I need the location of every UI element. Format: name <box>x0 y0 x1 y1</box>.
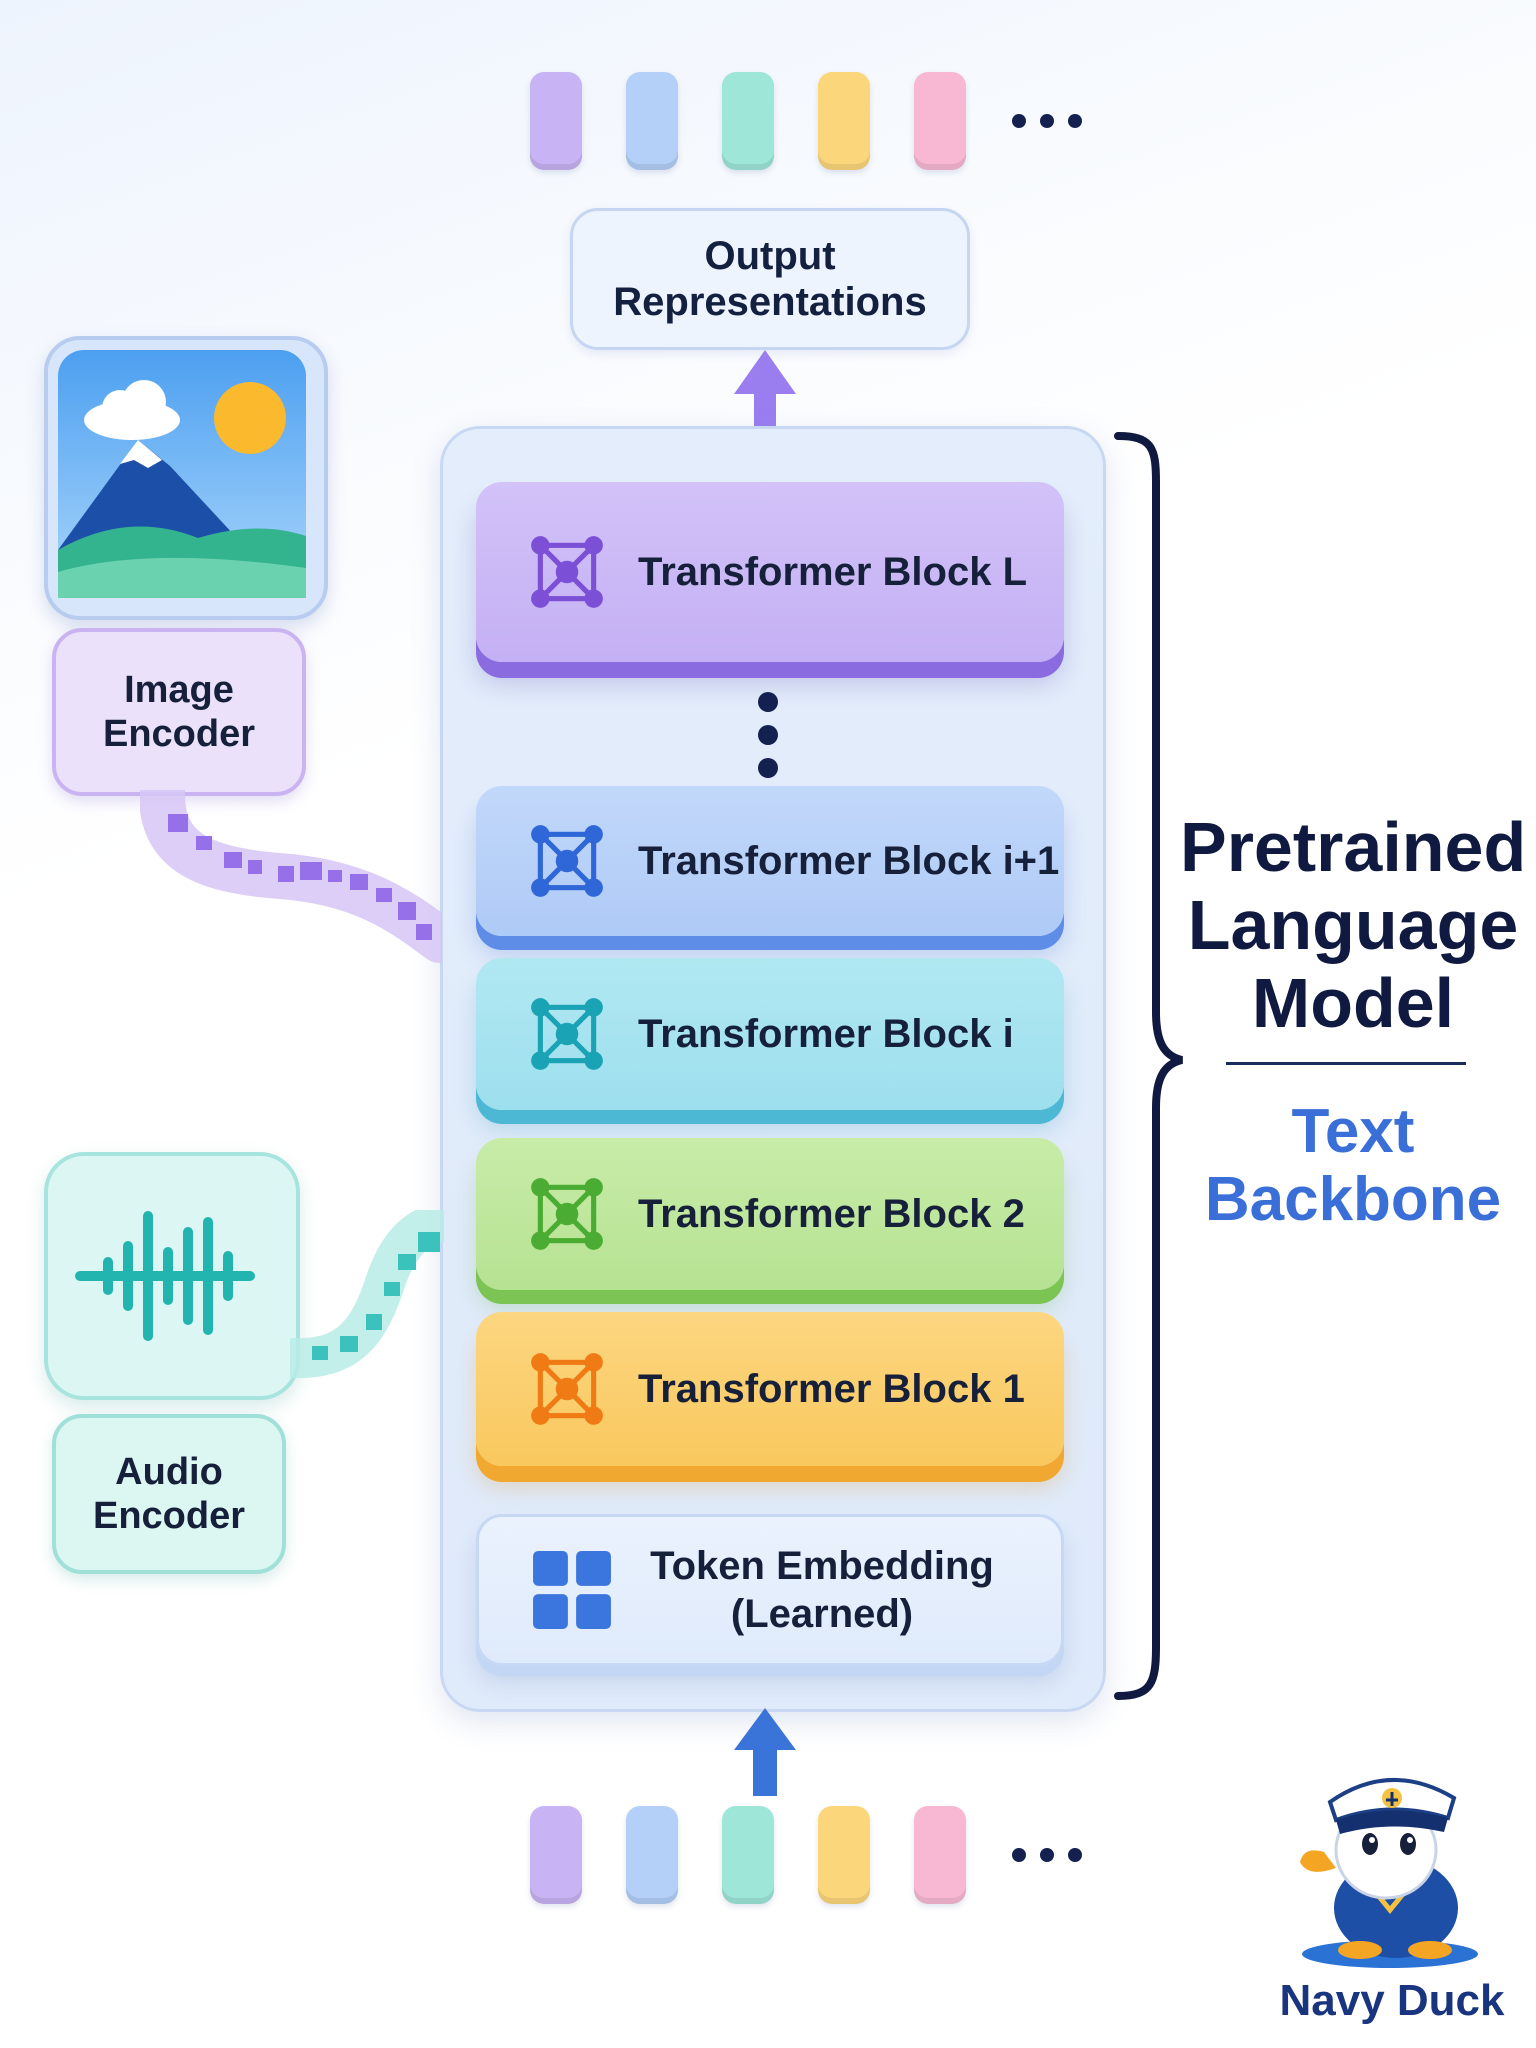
grid-icon <box>533 1551 611 1629</box>
token-yellow <box>818 72 870 170</box>
landscape-image-icon <box>58 350 306 598</box>
token-blue <box>626 72 678 170</box>
image-feature-stream <box>140 790 442 963</box>
navy-duck-logo <box>1300 1778 1478 1968</box>
token-teal <box>722 1806 774 1904</box>
transformer-block-1: Transformer Block 1 <box>476 1312 1064 1466</box>
token-embedding-line2: (Learned) <box>730 1592 914 1636</box>
transformer-block-i-plus-1: Transformer Block i+1 <box>476 786 1064 936</box>
ellipsis-icon <box>1012 114 1082 128</box>
block-label: Transformer Block i <box>638 1011 1014 1056</box>
token-purple <box>530 72 582 170</box>
input-token-row <box>530 1806 1082 1904</box>
image-encoder-box: Image Encoder <box>52 628 306 796</box>
transformer-block-l: Transformer Block L <box>476 482 1064 662</box>
network-icon <box>531 1353 603 1425</box>
model-subtitle-line2: Backbone <box>1204 1165 1502 1234</box>
output-token-row <box>530 72 1082 170</box>
image-encoder-line1: Image <box>124 669 234 711</box>
token-embedding-block: Token Embedding (Learned) <box>476 1514 1064 1666</box>
brand-name: Navy Duck <box>1279 1976 1505 2025</box>
network-icon <box>531 536 603 608</box>
block-label: Transformer Block 2 <box>638 1191 1025 1236</box>
transformer-block-2: Transformer Block 2 <box>476 1138 1064 1290</box>
token-blue <box>626 1806 678 1904</box>
output-label-line2: Representations <box>613 280 927 324</box>
model-title-line2: Language <box>1187 886 1519 964</box>
network-icon <box>531 825 603 897</box>
token-embedding-line1: Token Embedding <box>650 1544 994 1588</box>
token-pink <box>914 72 966 170</box>
image-icon-card <box>44 336 328 620</box>
audio-encoder-line1: Audio <box>115 1451 223 1493</box>
brace-icon <box>1114 432 1184 1700</box>
network-icon <box>531 998 603 1070</box>
output-label-line1: Output <box>704 234 836 278</box>
arrow-up-icon <box>734 350 796 468</box>
vertical-ellipsis-icon <box>758 692 778 778</box>
token-purple <box>530 1806 582 1904</box>
waveform-icon <box>75 1211 255 1341</box>
output-representations-box: Output Representations <box>570 208 970 350</box>
model-title: Pretrained Language Model <box>1180 808 1526 1042</box>
token-teal <box>722 72 774 170</box>
block-label: Transformer Block L <box>638 549 1028 594</box>
model-subtitle-line1: Text <box>1291 1097 1415 1166</box>
model-title-line3: Model <box>1251 964 1455 1042</box>
model-title-line1: Pretrained <box>1180 808 1527 886</box>
token-yellow <box>818 1806 870 1904</box>
block-label: Transformer Block i+1 <box>638 838 1060 883</box>
audio-encoder-box: Audio Encoder <box>52 1414 286 1574</box>
block-label: Transformer Block 1 <box>638 1366 1025 1411</box>
token-embedding-label: Token Embedding (Learned) <box>643 1542 1001 1638</box>
ellipsis-icon <box>1012 1848 1082 1862</box>
network-icon <box>531 1178 603 1250</box>
image-encoder-line2: Encoder <box>102 713 256 755</box>
audio-icon-card <box>44 1152 300 1400</box>
token-pink <box>914 1806 966 1904</box>
title-divider <box>1226 1062 1466 1065</box>
audio-feature-stream <box>290 1210 444 1379</box>
arrow-up-icon <box>734 1708 796 1796</box>
model-subtitle: Text Backbone <box>1180 1098 1526 1234</box>
audio-encoder-line2: Encoder <box>92 1495 246 1537</box>
transformer-block-i: Transformer Block i <box>476 958 1064 1110</box>
